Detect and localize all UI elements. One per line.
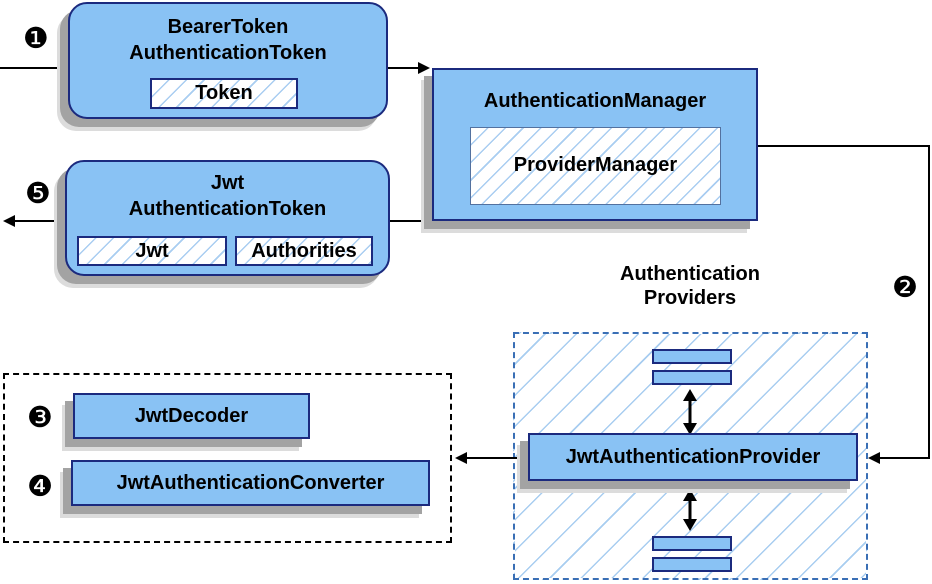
decoder-converter-container [3, 373, 452, 543]
step-5-marker: ❺ [25, 176, 51, 210]
jwt-decoder-node: JwtDecoder [73, 393, 310, 439]
bearer-token-authentication-token-node: BearerToken AuthenticationToken Token [68, 2, 388, 119]
step-2-marker: ❷ [892, 270, 918, 304]
bearer-token-title-line2: AuthenticationToken [129, 42, 327, 64]
bearer-token-title-line1: BearerToken [167, 16, 289, 38]
step-3-marker: ❸ [27, 400, 53, 434]
authentication-manager-node: AuthenticationManager ProviderManager [432, 68, 758, 221]
step-1-marker: ❶ [23, 21, 49, 55]
jwt-authentication-provider-node: JwtAuthenticationProvider [528, 433, 858, 481]
jwt-token-title-line1: Jwt [210, 172, 245, 194]
generic-provider-bar-1 [652, 349, 732, 364]
jwt-inner-box: Jwt [77, 236, 227, 266]
outgoing-result-arrow [3, 215, 65, 227]
step-4-marker: ❹ [27, 469, 53, 503]
jwt-token-title: Jwt AuthenticationToken [67, 170, 388, 222]
generic-provider-bar-4 [652, 557, 732, 572]
generic-provider-bar-2 [652, 370, 732, 385]
jwt-token-title-line2: AuthenticationToken [128, 198, 327, 220]
authentication-providers-label: Authentication Providers [565, 262, 815, 310]
generic-provider-bar-3 [652, 536, 732, 551]
authentication-providers-label-line1: Authentication [620, 263, 760, 285]
authentication-manager-title: AuthenticationManager [483, 90, 707, 112]
jwt-authentication-token-node: Jwt AuthenticationToken Jwt Authorities [65, 160, 390, 276]
authentication-providers-label-line2: Providers [643, 287, 737, 309]
token-inner-box: Token [150, 78, 298, 109]
provider-manager-inner-box: ProviderManager [470, 127, 721, 205]
bearer-token-title: BearerToken AuthenticationToken [70, 14, 386, 66]
jwt-authentication-converter-node: JwtAuthenticationConverter [71, 460, 430, 506]
authorities-inner-box: Authorities [235, 236, 373, 266]
bearer-to-manager-arrow [388, 62, 430, 74]
